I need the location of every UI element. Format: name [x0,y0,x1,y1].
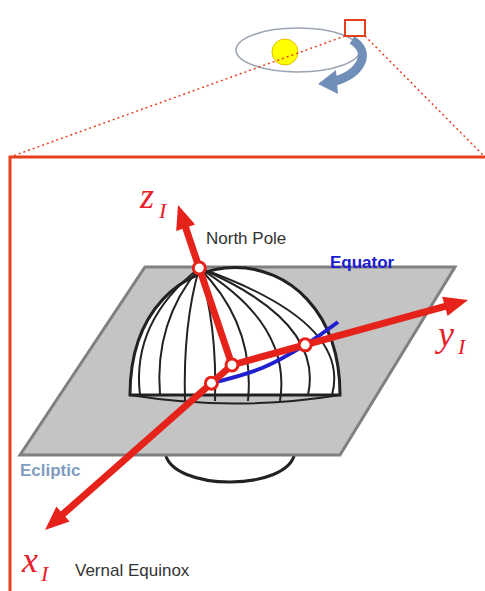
meridian-line [159,268,199,395]
axis-point [205,377,217,389]
sun [272,39,298,65]
axis-arrowhead [442,297,468,316]
axis-subscript: I [41,563,48,585]
globe-dome [130,268,340,396]
orbit-ellipse [236,28,360,72]
zoom-line [365,36,485,157]
equinox-label: Vernal Equinox [75,562,189,579]
zoom-frame [10,157,485,591]
axis-point [299,339,311,351]
meridian-group [130,268,340,403]
axis-subscript: I [159,200,166,222]
pole-label: North Pole [206,230,286,247]
axis-subscript: I [458,336,465,358]
axis-label: z [140,178,154,214]
axis-group [45,205,468,530]
zoom-square [345,20,365,36]
meridian-line [185,268,200,401]
axis-point [226,359,238,371]
y-axis [232,306,447,365]
x-axis [61,365,232,515]
equator-label: Equator [330,254,394,271]
axis-arrowhead [176,205,195,231]
axis-label: y [438,316,454,352]
ecliptic-plane [20,267,455,455]
orbit-arrowhead [318,70,338,94]
meridian-line [139,268,199,395]
axis-point [193,262,205,274]
axis-label: x [22,542,38,578]
globe-base [130,395,340,404]
zoom-line [10,36,345,157]
ecliptic-label: Ecliptic [20,462,80,479]
orbit-arrow [332,40,362,82]
axis-arrowhead [45,507,70,530]
